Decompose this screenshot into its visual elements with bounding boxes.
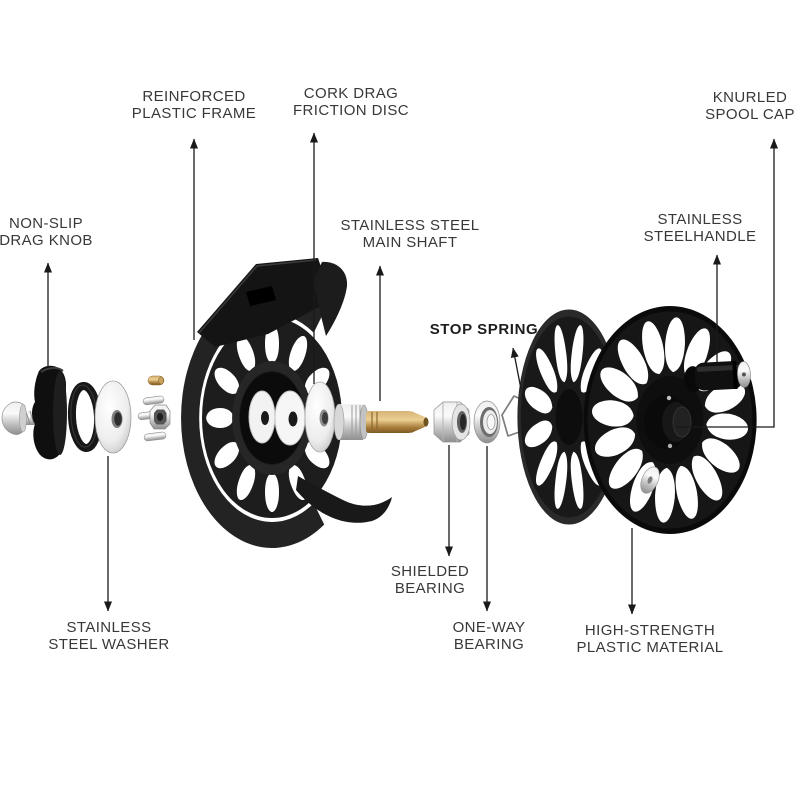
drag-knob-part [32,365,67,460]
label-reinforced-plastic-frame: REINFORCED PLASTIC FRAME [131,88,257,122]
label-stainless-steel-washer: STAINLESS STEEL WASHER [48,619,170,653]
one-way-bearing-part [473,400,501,444]
label-stainless-steel-main-shaft: STAINLESS STEEL MAIN SHAFT [340,217,480,251]
leader-stop-spring [510,347,522,390]
brass-pin [147,375,165,386]
hex-nut [149,404,171,430]
spool-hub-cap [644,395,692,449]
label-knurled-spool-cap: KNURLED SPOOL CAP [705,89,795,123]
handle-part [684,360,751,393]
steel-washer [94,380,132,454]
label-non-slip-drag-knob: NON-SLIP DRAG KNOB [0,215,93,249]
main-shaft-part [333,403,429,441]
spool-front-flange [583,306,757,534]
label-cork-drag-friction-disc: CORK DRAG FRICTION DISC [292,85,410,119]
label-stainless-steel-handle: STAINLESS STEELHANDLE [643,211,757,245]
label-shielded-bearing: SHIELDED BEARING [390,563,470,597]
label-one-way-bearing: ONE-WAY BEARING [452,619,526,653]
leader-knurled-spool-cap [676,138,778,428]
shielded-bearing-part [433,401,471,443]
cork-discs [248,390,306,446]
friction-disc [304,381,336,453]
leader-lines [44,132,778,615]
label-high-strength-plastic-material: HIGH-STRENGTH PLASTIC MATERIAL [576,622,724,656]
counterweight [640,466,660,494]
label-stop-spring: STOP SPRING [429,321,539,338]
